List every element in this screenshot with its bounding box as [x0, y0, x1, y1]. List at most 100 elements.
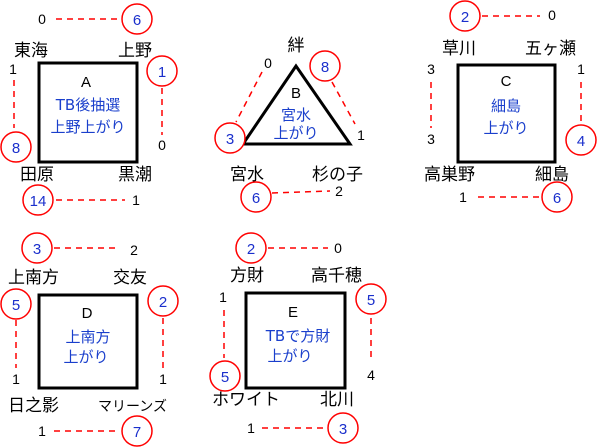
- a-score-left-top: 1: [9, 61, 17, 77]
- c-score-right-top: 1: [577, 61, 585, 77]
- c-score-circle: [565, 124, 597, 156]
- b-score-circle: [214, 122, 246, 154]
- b-score-left-bottom: 3: [226, 131, 234, 148]
- d-score-bottom-left: 1: [38, 423, 46, 439]
- a-note-line2: 上野上がり: [50, 118, 125, 136]
- b-score-bottom-right: 2: [335, 183, 343, 199]
- a-team-bottom-right: 黒潮: [118, 165, 152, 185]
- a-score-top-left: 0: [38, 11, 46, 27]
- group-c: C 細島 上がり 草川 五ヶ瀬 高巣野 細島 2 0 3 3 1 4 1 6: [424, 0, 597, 213]
- group-b: B 宮水 上がり 絆 宮水 杉の子 0 3 8 1 6 2: [214, 36, 365, 213]
- b-group-letter: B: [291, 85, 301, 102]
- e-score-bottom-left: 1: [247, 420, 255, 436]
- c-score-bottom-left: 1: [459, 189, 467, 205]
- e-team-top-left: 方財: [230, 266, 264, 286]
- b-team-top: 絆: [288, 36, 305, 56]
- d-score-circle: [121, 415, 153, 447]
- c-team-top-right: 五ヶ瀬: [525, 39, 576, 59]
- d-score-bottom-right: 7: [133, 424, 141, 441]
- a-score-circle: [121, 3, 153, 35]
- a-score-top-right: 6: [133, 12, 141, 29]
- group-a: A TB後抽選 上野上がり 東海 上野 田原 黒潮 0 6 1 8 1 0 14…: [0, 3, 178, 216]
- d-team-top-right: 交友: [113, 268, 147, 288]
- a-team-top-right: 上野: [118, 41, 152, 61]
- b-note-line1: 宮水: [281, 106, 311, 124]
- e-score-circle: [235, 232, 267, 264]
- d-score-top-right: 2: [130, 242, 138, 258]
- b-score-circle: [240, 181, 272, 213]
- c-score-left-bottom: 3: [427, 131, 435, 147]
- d-score-left-bottom: 1: [12, 371, 20, 387]
- b-note-line2: 上がり: [273, 124, 318, 142]
- c-score-circle: [449, 0, 481, 32]
- e-note-line2: 上がり: [267, 347, 312, 365]
- d-score-right-bottom: 1: [159, 371, 167, 387]
- c-group-box: [456, 63, 557, 164]
- c-group-letter: C: [501, 73, 512, 90]
- a-score-circle: [0, 131, 32, 163]
- a-score-right-bottom: 0: [158, 137, 166, 153]
- a-team-bottom-left: 田原: [20, 165, 54, 185]
- b-bottom-connector: [271, 190, 331, 194]
- c-score-top-left: 2: [461, 9, 469, 26]
- d-team-top-left: 上南方: [8, 268, 59, 288]
- b-score-right-bottom: 1: [357, 127, 365, 143]
- d-team-bottom-left: 日之影: [8, 396, 59, 416]
- d-group-letter: D: [82, 305, 93, 322]
- b-right-connector: [331, 81, 356, 125]
- d-team-bottom-right: マリーンズ: [98, 399, 167, 415]
- a-team-top-left: 東海: [14, 41, 48, 61]
- c-team-bottom-left: 高巣野: [424, 165, 475, 185]
- e-score-left-bottom: 5: [221, 369, 229, 386]
- b-score-left-top: 0: [264, 55, 272, 71]
- d-score-left-top: 5: [12, 297, 20, 314]
- e-score-circle: [355, 283, 387, 315]
- c-team-top-left: 草川: [442, 39, 476, 59]
- c-note-line1: 細島: [491, 97, 521, 115]
- a-score-bottom-right: 1: [132, 192, 140, 208]
- e-score-right-top: 5: [367, 292, 375, 309]
- e-score-top-left: 2: [247, 241, 255, 258]
- group-d: D 上南方 上がり 上南方 交友 日之影 マリーンズ 3 2 5 1 2 1 1…: [0, 232, 179, 447]
- e-group-letter: E: [288, 304, 298, 321]
- a-group-letter: A: [81, 74, 91, 91]
- c-score-top-right: 0: [548, 7, 556, 23]
- e-team-top-right: 高千穂: [311, 266, 362, 286]
- a-score-circle: [146, 55, 178, 87]
- c-score-left-top: 3: [427, 61, 435, 77]
- b-left-connector: [235, 71, 263, 123]
- c-score-circle: [541, 181, 573, 213]
- b-score-bottom-left: 6: [252, 190, 260, 207]
- group-e: E TBで方財 上がり 方財 高千穂 ホワイト 北川 2 0 1 5 5 4 1…: [209, 232, 387, 444]
- a-score-right-top: 1: [158, 64, 166, 81]
- a-group-box: [37, 61, 139, 164]
- a-score-left-bottom: 8: [12, 140, 20, 157]
- e-score-circle: [327, 412, 359, 444]
- e-score-left-top: 1: [219, 289, 227, 305]
- d-score-right-top: 2: [159, 294, 167, 311]
- c-team-bottom-right: 細島: [535, 165, 569, 185]
- b-score-circle: [309, 50, 341, 82]
- d-score-circle: [0, 288, 32, 320]
- a-score-circle: [22, 184, 54, 216]
- e-score-bottom-right: 3: [339, 421, 347, 438]
- d-score-circle: [147, 285, 179, 317]
- b-group-triangle: [240, 63, 353, 146]
- c-score-bottom-right: 6: [553, 190, 561, 207]
- d-note-line2: 上がり: [63, 348, 108, 366]
- e-score-top-right: 0: [334, 240, 342, 256]
- d-score-top-left: 3: [33, 241, 41, 258]
- a-score-bottom-left: 14: [30, 193, 47, 210]
- e-note-line1: TBで方財: [265, 327, 330, 345]
- e-group-box: [244, 291, 347, 390]
- d-score-circle: [21, 232, 53, 264]
- e-score-right-bottom: 4: [367, 367, 375, 383]
- c-score-right-bottom: 4: [577, 133, 585, 150]
- b-score-right-top: 8: [321, 59, 329, 76]
- e-score-circle: [209, 360, 241, 392]
- b-team-bottom-right: 杉の子: [312, 165, 363, 185]
- d-note-line1: 上南方: [65, 328, 110, 346]
- d-group-box: [37, 293, 139, 390]
